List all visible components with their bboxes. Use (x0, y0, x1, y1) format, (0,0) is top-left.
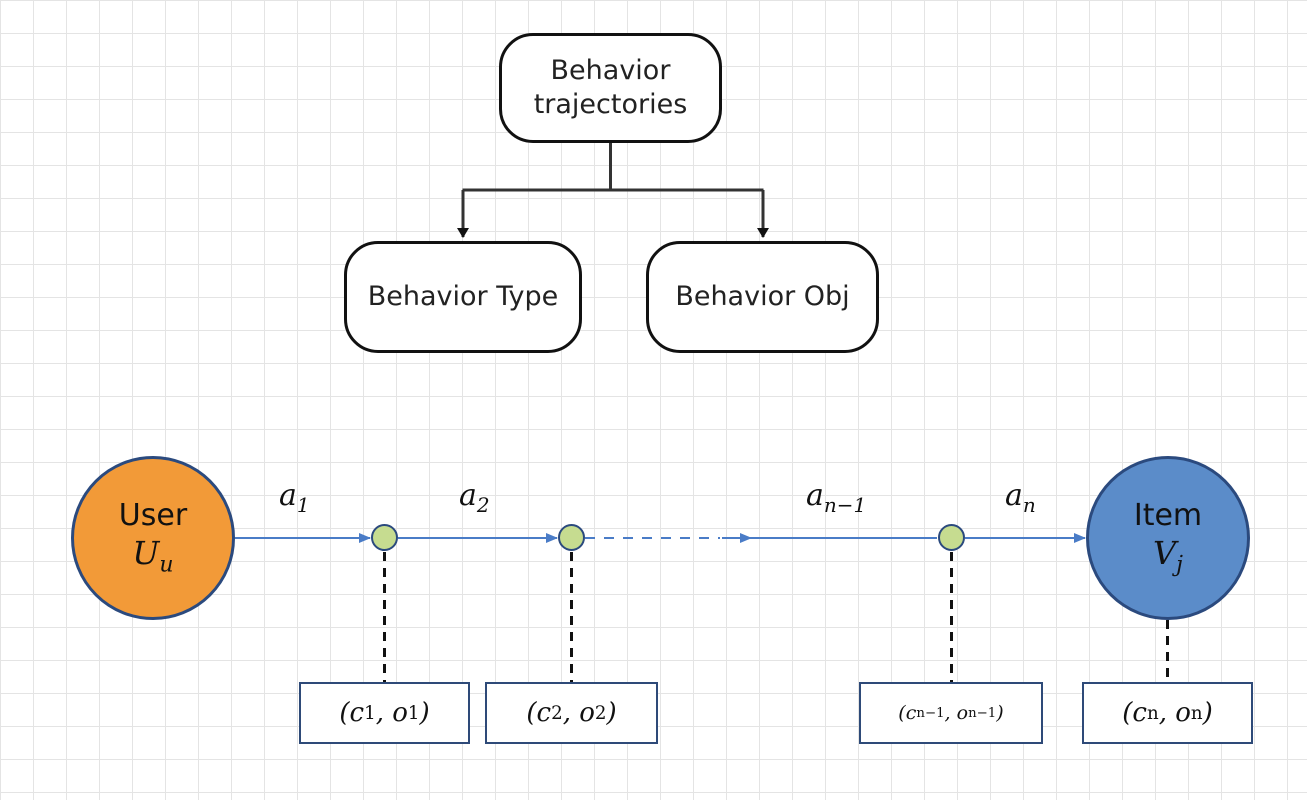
behavior-obj-label: Behavior Obj (675, 281, 850, 313)
behavior-type-node: Behavior Type (344, 241, 582, 353)
item-name: Item (1133, 497, 1203, 533)
step-node-n-minus-1 (938, 524, 965, 551)
behavior-type-label: Behavior Type (367, 281, 559, 313)
user-name: User (118, 497, 188, 533)
action-label-n: an (1005, 478, 1036, 517)
step-node-2 (558, 524, 585, 551)
item-node: Item Vj (1086, 456, 1250, 620)
edge-mid-arrowhead (740, 533, 752, 543)
step-node-1 (371, 524, 398, 551)
root-label-line-1: Behavior (550, 55, 671, 87)
behavior-trajectories-node: Behavior trajectories (499, 33, 722, 143)
user-node: User Uu (71, 456, 235, 620)
action-label-n-minus-1: an−1 (806, 478, 867, 517)
behavior-obj-node: Behavior Obj (646, 241, 879, 353)
user-symbol: Uu (132, 533, 174, 577)
action-label-2: a2 (459, 478, 490, 517)
item-symbol: Vj (1153, 533, 1183, 577)
root-label-line-2: trajectories (533, 89, 688, 120)
action-label-1: a1 (279, 478, 310, 517)
